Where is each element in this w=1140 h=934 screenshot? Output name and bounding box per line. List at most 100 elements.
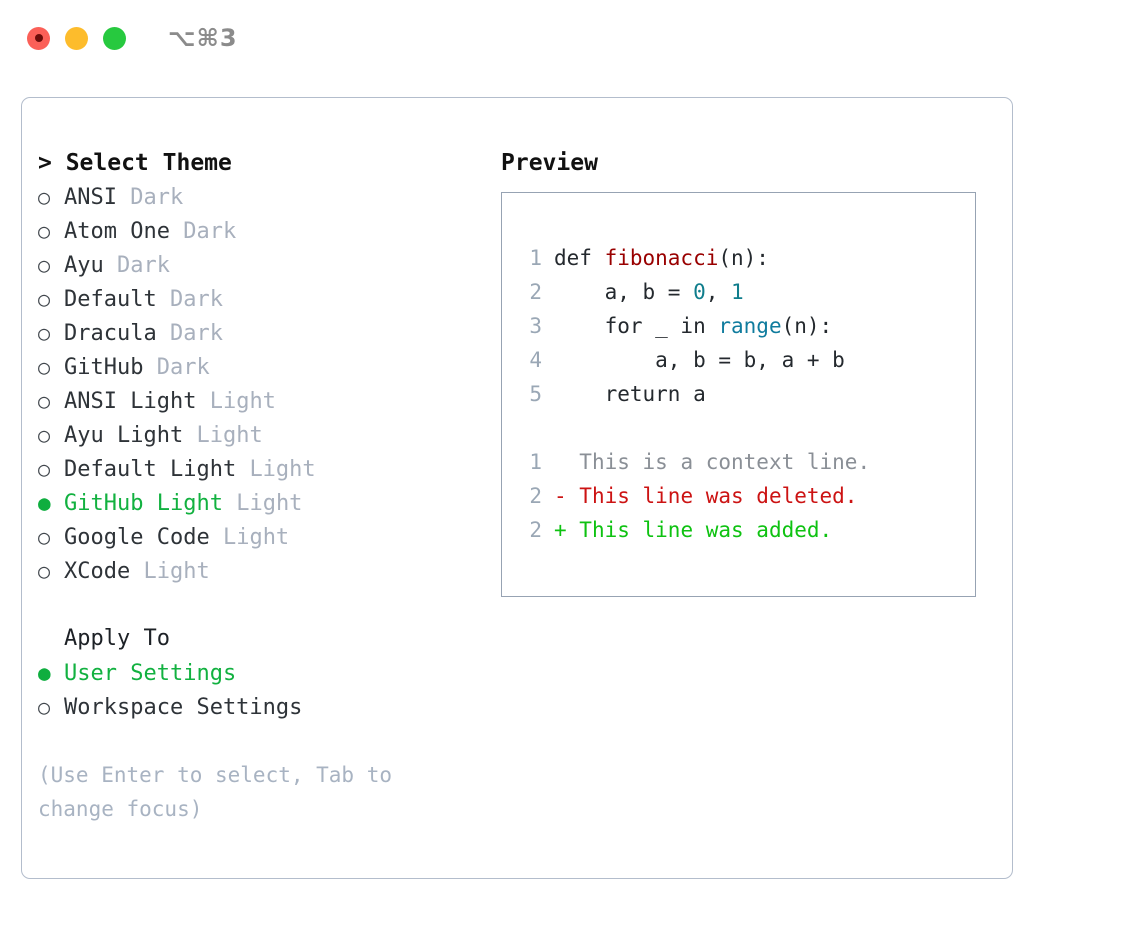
line-number: 2: [529, 280, 542, 304]
radio-selected-icon: ●: [38, 661, 51, 685]
code-token-plain: return a: [554, 382, 706, 406]
theme-option-label: Ayu Light: [64, 423, 184, 448]
apply-to-option-label: User Settings: [64, 661, 237, 686]
code-token-plain: a, b =: [554, 280, 694, 304]
theme-variant-tag: Light: [236, 491, 303, 516]
theme-option-label: XCode: [64, 559, 131, 584]
theme-option-default-light[interactable]: ○ Default Light Light: [38, 452, 490, 486]
theme-option-label: GitHub Light: [64, 491, 223, 516]
diff-marker: +: [554, 518, 580, 542]
radio-unselected-icon: ○: [38, 525, 51, 549]
radio-unselected-icon: ○: [38, 321, 51, 345]
code-token-plain: for _ in: [554, 314, 719, 338]
code-token-plain: a, b = b, a + b: [554, 348, 845, 372]
theme-option-ansi[interactable]: ○ ANSI Dark: [38, 180, 490, 214]
code-token-num: 1: [731, 280, 744, 304]
diff-sample: 1 This is a context line.2- This line wa…: [516, 445, 969, 547]
apply-to-option-label: Workspace Settings: [64, 695, 303, 720]
radio-unselected-icon: ○: [38, 389, 51, 413]
theme-variant-tag: Dark: [183, 219, 237, 244]
theme-variant-tag: Dark: [130, 185, 184, 210]
code-token-plain: (n):: [718, 246, 769, 270]
theme-option-label: Dracula: [64, 321, 157, 346]
keyboard-shortcut-label: ⌥⌘3: [168, 24, 238, 52]
line-number: 3: [529, 314, 542, 338]
select-theme-header: > Select Theme: [38, 150, 232, 176]
radio-unselected-icon: ○: [38, 185, 51, 209]
radio-unselected-icon: ○: [38, 559, 51, 583]
theme-variant-tag: Light: [249, 457, 316, 482]
theme-option-label: Ayu: [64, 253, 104, 278]
radio-unselected-icon: ○: [38, 457, 51, 481]
main-panel: > Select Theme ○ANSI Dark○Atom One Dark○…: [21, 97, 1013, 879]
diff-line-context: 1 This is a context line.: [516, 445, 969, 479]
radio-unselected-icon: ○: [38, 355, 51, 379]
theme-variant-tag: Dark: [169, 321, 223, 346]
line-number: 2: [529, 518, 542, 542]
line-number: 1: [529, 246, 542, 270]
theme-selection-column: > Select Theme ○ANSI Dark○Atom One Dark○…: [38, 146, 490, 826]
code-line: 3 for _ in range(n):: [516, 309, 969, 343]
line-number: 5: [529, 382, 542, 406]
code-token-plain: ,: [705, 280, 732, 304]
diff-text: This is a context line.: [579, 450, 871, 474]
theme-option-default[interactable]: ○Default Dark: [38, 282, 490, 316]
line-number: 1: [529, 450, 542, 474]
diff-line-add: 2 + This line was added.: [516, 513, 969, 547]
theme-option-ansi-light[interactable]: ○ ANSI Light Light: [38, 384, 490, 418]
radio-selected-icon: ●: [38, 491, 51, 515]
theme-option-ayu-light[interactable]: ○Ayu Light Light: [38, 418, 490, 452]
diff-marker: -: [554, 484, 580, 508]
apply-to-option-workspace-settings[interactable]: ○ Workspace Settings: [38, 690, 490, 724]
code-token-plain: def: [554, 246, 605, 270]
diff-text: This line was added.: [579, 518, 833, 542]
theme-option-label: ANSI: [64, 185, 117, 210]
spacer: [38, 588, 490, 622]
minimize-window-button[interactable]: [65, 26, 88, 50]
theme-variant-tag: Dark: [169, 287, 223, 312]
code-token-plain: (n):: [781, 314, 833, 338]
diff-text: This line was deleted.: [579, 484, 858, 508]
maximize-window-button[interactable]: [103, 26, 126, 50]
code-line: 2 a, b = 0, 1: [516, 275, 969, 309]
line-number: 4: [529, 348, 542, 372]
keyboard-hint-text: (Use Enter to select, Tab to change focu…: [38, 763, 405, 821]
apply-to-option-user-settings[interactable]: ● User Settings: [38, 656, 490, 690]
line-number: 2: [529, 484, 542, 508]
radio-unselected-icon: ○: [38, 695, 51, 719]
theme-option-label: Default: [64, 287, 157, 312]
theme-variant-tag: Light: [196, 423, 263, 448]
theme-variant-tag: Light: [209, 389, 276, 414]
theme-option-label: Atom One: [64, 219, 170, 244]
theme-option-github-light[interactable]: ● GitHub Light Light: [38, 486, 490, 520]
theme-option-atom-one[interactable]: ○ Atom One Dark: [38, 214, 490, 248]
theme-option-label: ANSI Light: [64, 389, 197, 414]
title-bar: ⌥⌘3: [0, 0, 1140, 76]
apply-to-list[interactable]: ● User Settings ○ Workspace Settings: [38, 656, 490, 724]
theme-option-google-code[interactable]: ○Google Code Light: [38, 520, 490, 554]
theme-option-label: Default Light: [64, 457, 237, 482]
radio-unselected-icon: ○: [38, 253, 51, 277]
theme-variant-tag: Light: [143, 559, 210, 584]
preview-header: Preview: [501, 150, 598, 176]
traffic-lights: [27, 26, 126, 50]
apply-to-title: Apply To: [64, 626, 170, 651]
diff-line-del: 2- This line was deleted.: [516, 479, 969, 513]
theme-option-xcode[interactable]: ○ XCode Light: [38, 554, 490, 588]
theme-variant-tag: Dark: [156, 355, 210, 380]
theme-option-ayu[interactable]: ○Ayu Dark: [38, 248, 490, 282]
radio-unselected-icon: ○: [38, 219, 51, 243]
close-window-button[interactable]: [27, 26, 50, 50]
theme-list[interactable]: ○ANSI Dark○Atom One Dark○Ayu Dark○Defaul…: [38, 180, 490, 588]
theme-option-label: Google Code: [64, 525, 210, 550]
theme-option-dracula[interactable]: ○ Dracula Dark: [38, 316, 490, 350]
theme-option-label: GitHub: [64, 355, 144, 380]
code-token-num: 0: [693, 280, 706, 304]
code-token-call: range: [718, 314, 782, 338]
theme-option-github[interactable]: ○ GitHub Dark: [38, 350, 490, 384]
